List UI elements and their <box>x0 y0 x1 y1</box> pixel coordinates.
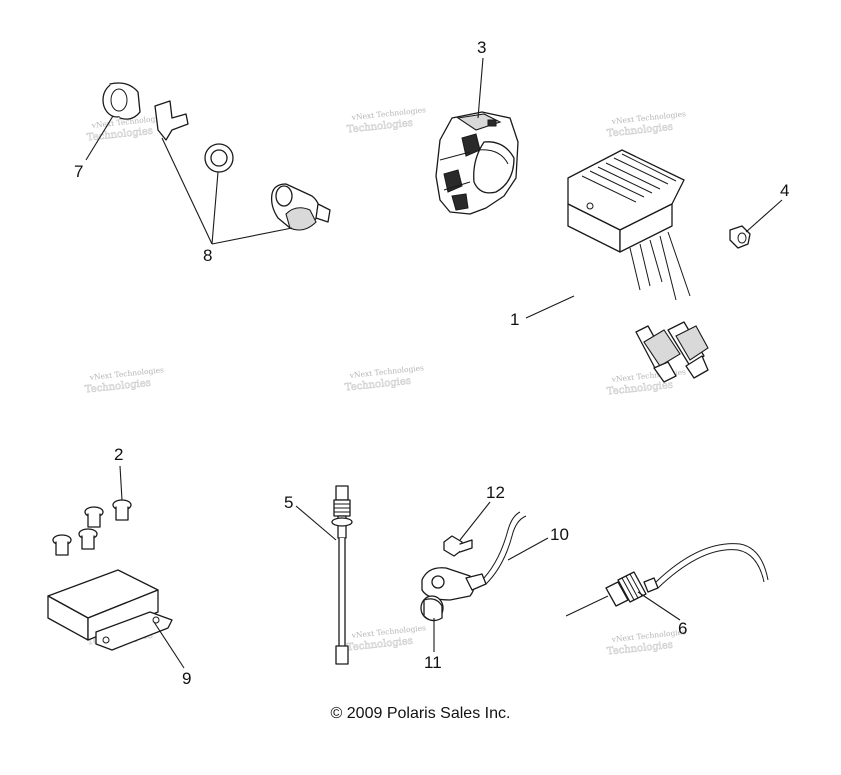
leader-7 <box>85 115 114 161</box>
screw <box>78 528 98 550</box>
screw <box>112 499 132 521</box>
callout-10: 10 <box>550 525 569 544</box>
callout-12: 12 <box>486 483 505 502</box>
leader-8-a <box>161 137 213 245</box>
part-8-bracket <box>154 100 189 141</box>
part-9-module <box>47 569 173 651</box>
callout-11: 11 <box>424 653 442 672</box>
screw <box>52 534 72 556</box>
part-6-sensor <box>565 543 769 617</box>
leader-9 <box>153 621 185 669</box>
watermark-4: vNext Technologies Technologies <box>84 365 164 396</box>
leader-8-c <box>211 227 293 245</box>
callout-5: 5 <box>284 493 293 512</box>
watermark-8: vNext Technologies Technologies <box>346 623 426 654</box>
part-5-sensor <box>331 485 353 665</box>
callout-6: 6 <box>678 619 687 638</box>
part-8-switch <box>270 183 331 231</box>
leader-12 <box>459 501 491 541</box>
part-4-cap <box>729 225 751 249</box>
leader-10 <box>507 537 549 561</box>
callout-7: 7 <box>74 162 83 181</box>
screw <box>84 506 104 528</box>
callout-3: 3 <box>477 38 486 57</box>
callout-4: 4 <box>780 181 789 200</box>
part-10-sensor <box>421 511 527 601</box>
leader-4 <box>745 199 783 233</box>
leader-8-b <box>211 171 219 245</box>
callout-8: 8 <box>203 246 212 265</box>
watermark-2: vNext Technologies Technologies <box>346 105 426 136</box>
copyright-notice: © 2009 Polaris Sales Inc. <box>330 705 511 722</box>
watermark-3: vNext Technologies Technologies <box>606 109 686 140</box>
leader-5 <box>295 505 337 541</box>
callout-2: 2 <box>114 445 123 464</box>
leader-2 <box>119 465 123 501</box>
callout-9: 9 <box>182 669 191 688</box>
callout-1: 1 <box>510 310 519 329</box>
leader-lines <box>85 57 783 669</box>
watermark-6: vNext Technologies Technologies <box>606 367 686 398</box>
watermark-5: vNext Technologies Technologies <box>344 363 424 394</box>
part-1-regulator <box>567 149 709 383</box>
part-12-bolt <box>443 535 473 557</box>
part-3-switch-housing <box>435 111 519 215</box>
part-2-screws <box>52 499 132 556</box>
callouts: 3 7 8 4 1 2 9 5 12 10 11 6 <box>74 38 789 688</box>
leader-1 <box>525 295 575 319</box>
leader-3 <box>477 57 484 119</box>
part-8-grommet <box>204 143 234 173</box>
part-11-seal <box>420 595 444 622</box>
watermark-9: vNext Technologies Technologies <box>606 627 686 658</box>
leader-6 <box>637 591 681 621</box>
part-7-lens <box>102 82 141 120</box>
